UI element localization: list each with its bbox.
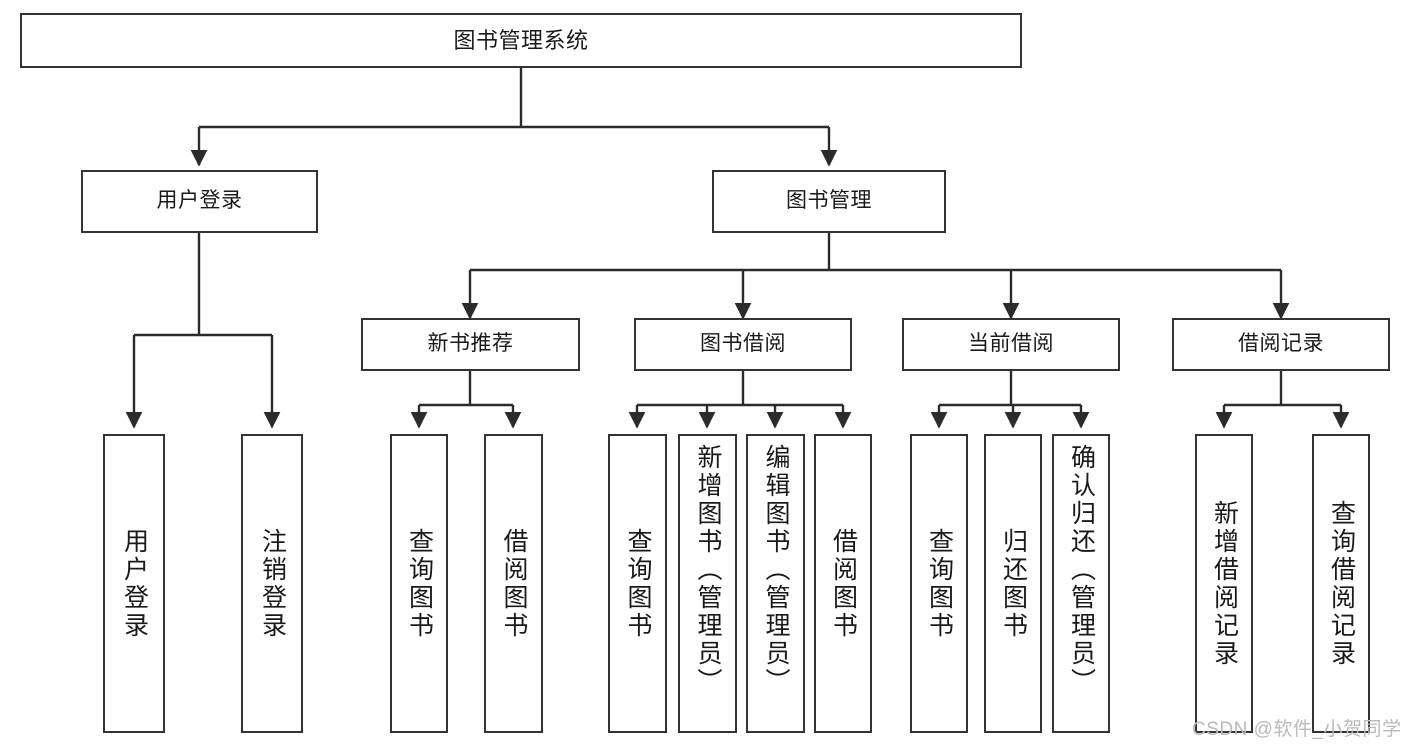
leaf-query-record[interactable]: 查询借阅记录 (1312, 434, 1370, 733)
node-label: 编辑图书（管理员） (762, 444, 790, 696)
node-label: 确认归还（管理员） (1067, 444, 1096, 696)
leaf-logout[interactable]: 注销登录 (241, 434, 303, 733)
node-label: 图书借阅 (700, 332, 786, 356)
node-label: 查询图书 (405, 527, 434, 640)
csdn-watermark: CSDN @软件_小贺同学 (1192, 719, 1402, 740)
node-label: 借阅记录 (1238, 332, 1324, 356)
node-system-root[interactable]: 图书管理系统 (20, 13, 1022, 68)
leaf-query-book-3[interactable]: 查询图书 (910, 434, 968, 733)
node-book-management[interactable]: 图书管理 (712, 170, 946, 233)
node-label: 借阅图书 (829, 527, 858, 640)
leaf-return-book[interactable]: 归还图书 (984, 434, 1042, 733)
node-user-login[interactable]: 用户登录 (81, 170, 318, 233)
node-label: 新增借阅记录 (1210, 499, 1239, 668)
node-label: 归还图书 (999, 527, 1028, 640)
node-new-book-recommend[interactable]: 新书推荐 (361, 318, 580, 371)
node-label: 查询借阅记录 (1327, 499, 1356, 668)
node-label: 图书管理 (786, 189, 872, 213)
node-book-borrow[interactable]: 图书借阅 (634, 318, 852, 371)
leaf-add-record[interactable]: 新增借阅记录 (1195, 434, 1253, 733)
leaf-confirm-return[interactable]: 确认归还（管理员） (1052, 434, 1110, 733)
node-label: 查询图书 (925, 527, 954, 640)
node-current-borrow[interactable]: 当前借阅 (902, 318, 1120, 371)
leaf-query-book-2[interactable]: 查询图书 (608, 434, 667, 733)
leaf-query-book-1[interactable]: 查询图书 (390, 434, 448, 733)
node-label: 新书推荐 (427, 332, 514, 356)
leaf-add-book[interactable]: 新增图书（管理员） (678, 434, 737, 733)
leaf-borrow-book-2[interactable]: 借阅图书 (814, 434, 872, 733)
node-label: 用户登录 (156, 189, 243, 213)
node-label: 新增图书（管理员） (694, 444, 722, 696)
node-label: 注销登录 (258, 527, 287, 640)
node-borrow-record[interactable]: 借阅记录 (1172, 318, 1390, 371)
node-label: 图书管理系统 (453, 27, 589, 53)
leaf-user-login[interactable]: 用户登录 (103, 434, 165, 733)
leaf-borrow-book-1[interactable]: 借阅图书 (484, 434, 543, 733)
node-label: 用户登录 (120, 527, 149, 640)
node-label: 查询图书 (624, 527, 652, 640)
node-label: 借阅图书 (500, 527, 528, 640)
leaf-edit-book[interactable]: 编辑图书（管理员） (746, 434, 805, 733)
node-label: 当前借阅 (968, 332, 1054, 356)
